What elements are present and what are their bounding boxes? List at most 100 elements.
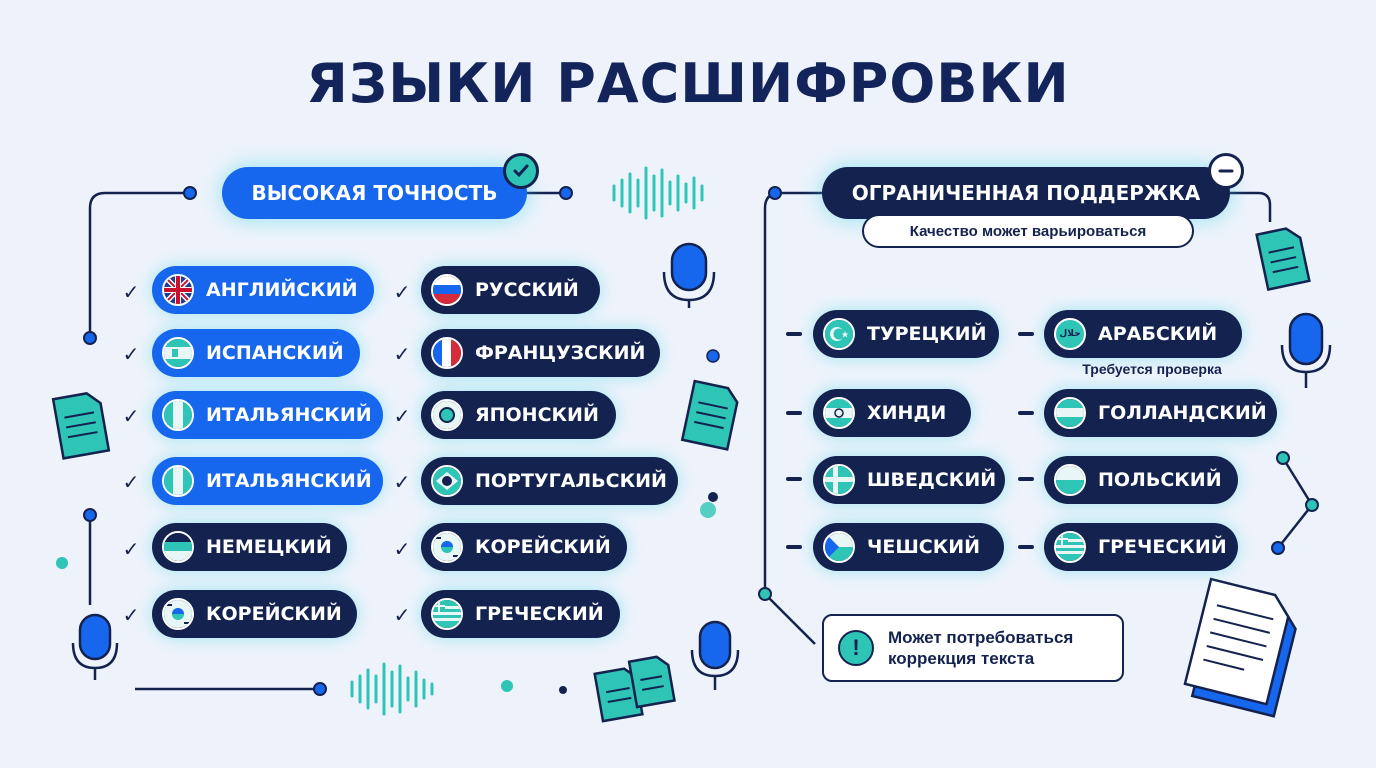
check-icon: ✓ xyxy=(122,539,140,561)
warning-text: Может потребоваться коррекция текста xyxy=(888,627,1073,669)
uk-flag-icon xyxy=(162,274,194,306)
text-correction-warning: ! Может потребоваться коррекция текста xyxy=(822,614,1124,682)
lang-pill-italian-2[interactable]: ИТАЛЬЯНСКИЙ xyxy=(152,457,383,505)
document-icon xyxy=(680,379,739,451)
dash-marker xyxy=(786,477,802,481)
lang-label: КОРЕЙСКИЙ xyxy=(206,603,342,625)
check-icon: ✓ xyxy=(393,539,411,561)
turkey-flag-icon xyxy=(823,318,855,350)
check-icon: ✓ xyxy=(393,344,411,366)
india-flag-icon xyxy=(823,397,855,429)
lang-label: ЯПОНСКИЙ xyxy=(475,404,599,426)
document-icon xyxy=(51,392,111,460)
microphone-icon xyxy=(690,620,740,690)
japan-flag-icon xyxy=(431,399,463,431)
arabic-flag-icon: حلال xyxy=(1054,318,1086,350)
germany-flag-icon xyxy=(162,531,194,563)
spain-flag-icon xyxy=(162,337,194,369)
lang-label: НЕМЕЦКИЙ xyxy=(206,536,332,558)
greece-flag-icon xyxy=(431,598,463,630)
check-icon: ✓ xyxy=(122,406,140,428)
exclamation-icon: ! xyxy=(838,630,874,666)
lang-label: ИСПАНСКИЙ xyxy=(206,342,344,364)
lang-label: ГРЕЧЕСКИЙ xyxy=(475,603,604,625)
documents-stack-icon xyxy=(593,655,676,723)
lang-pill-korean[interactable]: КОРЕЙСКИЙ xyxy=(152,590,357,638)
netherlands-flag-icon xyxy=(1054,397,1086,429)
check-icon: ✓ xyxy=(393,605,411,627)
lang-label: КОРЕЙСКИЙ xyxy=(475,536,611,558)
lang-pill-greek[interactable]: ГРЕЧЕСКИЙ xyxy=(421,590,620,638)
lang-pill-arabic[interactable]: حلال АРАБСКИЙ xyxy=(1044,310,1242,358)
lang-pill-italian[interactable]: ИТАЛЬЯНСКИЙ xyxy=(152,391,383,439)
dash-marker xyxy=(786,545,802,549)
warning-line-1: Может потребоваться xyxy=(888,628,1074,647)
lang-pill-czech[interactable]: ЧЕШСКИЙ xyxy=(813,523,1004,571)
check-icon: ✓ xyxy=(122,282,140,304)
lang-pill-french[interactable]: ФРАНЦУЗСКИЙ xyxy=(421,329,660,377)
korea-flag-icon xyxy=(431,531,463,563)
lang-pill-german[interactable]: НЕМЕЦКИЙ xyxy=(152,523,347,571)
czech-flag-icon xyxy=(823,531,855,563)
arabic-verification-note: Требуется проверка xyxy=(1082,361,1222,377)
check-icon: ✓ xyxy=(393,282,411,304)
korea-flag-icon xyxy=(162,598,194,630)
high-accuracy-header: ВЫСОКАЯ ТОЧНОСТЬ xyxy=(222,167,527,219)
russia-flag-icon xyxy=(431,274,463,306)
page-title: ЯЗЫКИ РАСШИФРОВКИ xyxy=(306,52,1070,115)
lang-pill-english[interactable]: АНГЛИЙСКИЙ xyxy=(152,266,374,314)
document-icon xyxy=(1255,227,1311,292)
lang-pill-spanish[interactable]: ИСПАНСКИЙ xyxy=(152,329,360,377)
lang-label: ГОЛЛАНДСКИЙ xyxy=(1098,402,1267,424)
lang-label: ИТАЛЬЯНСКИЙ xyxy=(206,404,372,426)
lang-label: ИТАЛЬЯНСКИЙ xyxy=(206,470,372,492)
lang-label: ХИНДИ xyxy=(867,402,947,424)
dash-marker xyxy=(1018,332,1034,336)
microphone-icon xyxy=(71,613,119,680)
check-icon: ✓ xyxy=(393,406,411,428)
italy-flag-icon xyxy=(162,399,194,431)
greece-flag-icon xyxy=(1054,531,1086,563)
lang-pill-russian[interactable]: РУССКИЙ xyxy=(421,266,600,314)
limited-support-subtitle: Качество может варьироваться xyxy=(862,214,1194,248)
lang-label: ПОРТУГАЛЬСКИЙ xyxy=(475,470,667,492)
lang-label: ГРЕЧЕСКИЙ xyxy=(1098,536,1227,558)
check-icon: ✓ xyxy=(122,344,140,366)
sweden-flag-icon xyxy=(823,464,855,496)
warning-line-2: коррекция текста xyxy=(888,649,1035,668)
lang-pill-greek-2[interactable]: ГРЕЧЕСКИЙ xyxy=(1044,523,1238,571)
lang-label: ТУРЕЦКИЙ xyxy=(867,323,987,345)
dash-marker xyxy=(1018,411,1034,415)
lang-pill-turkish[interactable]: ТУРЕЦКИЙ xyxy=(813,310,999,358)
france-flag-icon xyxy=(431,337,463,369)
brazil-flag-icon xyxy=(431,465,463,497)
lang-label: ЧЕШСКИЙ xyxy=(867,536,981,558)
lang-label: ФРАНЦУЗСКИЙ xyxy=(475,342,646,364)
dash-marker xyxy=(786,411,802,415)
lang-pill-dutch[interactable]: ГОЛЛАНДСКИЙ xyxy=(1044,389,1277,437)
lang-pill-hindi[interactable]: ХИНДИ xyxy=(813,389,971,437)
limited-support-header: ОГРАНИЧЕННАЯ ПОДДЕРЖКА xyxy=(822,167,1230,219)
check-icon: ✓ xyxy=(393,472,411,494)
lang-pill-portuguese[interactable]: ПОРТУГАЛЬСКИЙ xyxy=(421,457,678,505)
sound-wave-icon-bottom xyxy=(350,662,434,716)
lang-label: АРАБСКИЙ xyxy=(1098,323,1218,345)
check-icon: ✓ xyxy=(122,472,140,494)
poland-flag-icon xyxy=(1054,464,1086,496)
minus-circle-icon xyxy=(1208,153,1244,189)
lang-label: РУССКИЙ xyxy=(475,279,579,301)
lang-label: ПОЛЬСКИЙ xyxy=(1098,469,1222,491)
lang-pill-korean-2[interactable]: КОРЕЙСКИЙ xyxy=(421,523,627,571)
dash-marker xyxy=(1018,477,1034,481)
italy-flag-icon xyxy=(162,465,194,497)
lang-pill-polish[interactable]: ПОЛЬСКИЙ xyxy=(1044,456,1238,504)
dash-marker xyxy=(786,332,802,336)
sound-wave-icon xyxy=(612,166,704,220)
lang-pill-japanese[interactable]: ЯПОНСКИЙ xyxy=(421,391,616,439)
microphone-icon xyxy=(662,242,716,308)
lang-label: ШВЕДСКИЙ xyxy=(867,469,997,491)
microphone-icon xyxy=(1280,312,1332,388)
lang-pill-swedish[interactable]: ШВЕДСКИЙ xyxy=(813,456,1005,504)
check-circle-icon xyxy=(503,153,539,189)
